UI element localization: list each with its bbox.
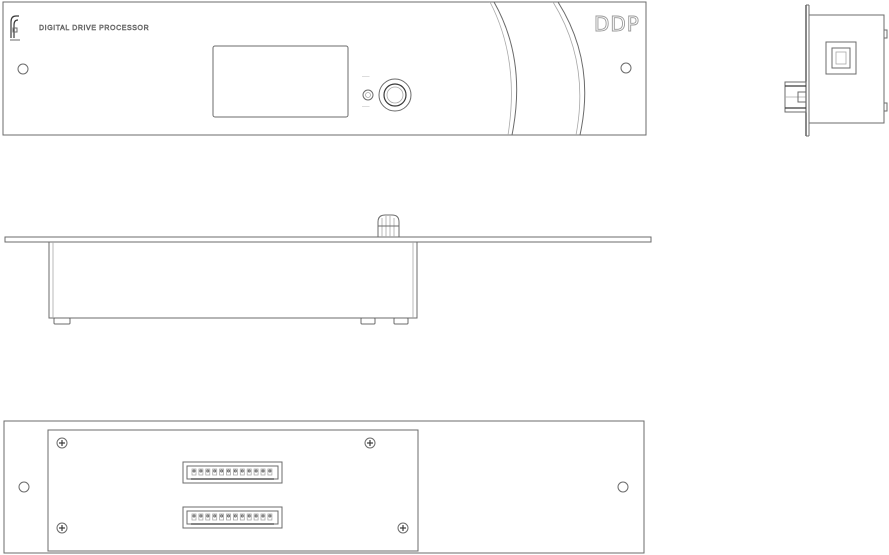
terminal-screw [213, 469, 217, 473]
terminal-pin [219, 468, 225, 476]
terminal-pin [246, 468, 252, 476]
terminal-screw [206, 469, 210, 473]
front-panel-outline [2, 1, 647, 136]
terminal-screw [247, 469, 251, 473]
terminal-screw [268, 514, 272, 518]
terminal-pin [267, 468, 273, 476]
terminal-pin [198, 513, 204, 521]
terminal-pin [246, 513, 252, 521]
terminal-screw [261, 469, 265, 473]
rear-panel-outline [3, 420, 645, 554]
foot [360, 317, 376, 325]
rack-mount-hole-left [18, 481, 30, 493]
terminal-screw [261, 514, 265, 518]
terminal-screw [254, 514, 258, 518]
top-knob [377, 214, 400, 237]
terminal-screw [254, 469, 258, 473]
top-view [4, 214, 652, 325]
terminal-screw [199, 514, 203, 518]
terminal-screw [220, 514, 224, 518]
terminal-pin [205, 513, 211, 521]
top-chassis [48, 241, 418, 319]
screw [364, 437, 376, 449]
terminal-screw [233, 469, 237, 473]
terminal-pin [267, 513, 273, 521]
terminal-screw [220, 469, 224, 473]
menu-button[interactable]: ─── ─── [361, 75, 374, 109]
terminal-screw [192, 514, 196, 518]
terminal-screw [240, 514, 244, 518]
top-front-panel [4, 236, 652, 243]
terminal-pin [253, 513, 259, 521]
side-knob-stub [784, 81, 807, 113]
terminal-pin [212, 468, 218, 476]
terminal-pin [191, 513, 197, 521]
side-view [784, 4, 888, 137]
rotary-knob[interactable] [378, 78, 412, 112]
side-connector [825, 41, 857, 75]
logo-mark [10, 15, 20, 41]
terminal-screw [199, 469, 203, 473]
rear-chassis [47, 429, 419, 552]
front-view: DIGITAL DRIVE PROCESSOR ─── ─── DDP [2, 1, 647, 136]
decorative-swoosh [489, 1, 586, 136]
screw [397, 522, 409, 534]
terminal-screw [233, 514, 237, 518]
display-window [212, 45, 349, 118]
rack-mount-hole-left [17, 63, 29, 75]
terminal-pin [260, 468, 266, 476]
terminal-screw [206, 514, 210, 518]
rear-view [3, 420, 645, 554]
foot [53, 317, 71, 325]
terminal-pin [232, 513, 238, 521]
terminal-pin [232, 468, 238, 476]
terminal-pin [212, 513, 218, 521]
terminal-screw [192, 469, 196, 473]
model-label: DDP [594, 12, 640, 36]
terminal-pin [198, 468, 204, 476]
terminal-pin [205, 468, 211, 476]
terminal-pin [191, 468, 197, 476]
svg-text:───: ─── [361, 105, 370, 109]
side-chassis [808, 14, 885, 124]
terminal-pin [219, 513, 225, 521]
terminal-pin [239, 513, 245, 521]
terminal-screw [213, 514, 217, 518]
rack-mount-hole-right [617, 481, 629, 493]
terminal-pin [226, 513, 231, 521]
terminal-block-top[interactable] [182, 461, 283, 484]
screw [56, 437, 68, 449]
screw [56, 522, 68, 534]
terminal-block-bottom[interactable] [182, 506, 283, 529]
terminal-screw [247, 514, 251, 518]
terminal-pin [239, 468, 245, 476]
rack-mount-hole-right [620, 62, 632, 74]
terminal-screw [227, 514, 230, 518]
terminal-screw [227, 469, 230, 473]
terminal-screw [268, 469, 272, 473]
terminal-screw [240, 469, 244, 473]
brand-label: DIGITAL DRIVE PROCESSOR [39, 25, 149, 32]
terminal-pin [260, 513, 266, 521]
terminal-pin [226, 468, 231, 476]
svg-text:───: ─── [361, 75, 370, 79]
foot [393, 317, 409, 325]
terminal-pin [253, 468, 259, 476]
